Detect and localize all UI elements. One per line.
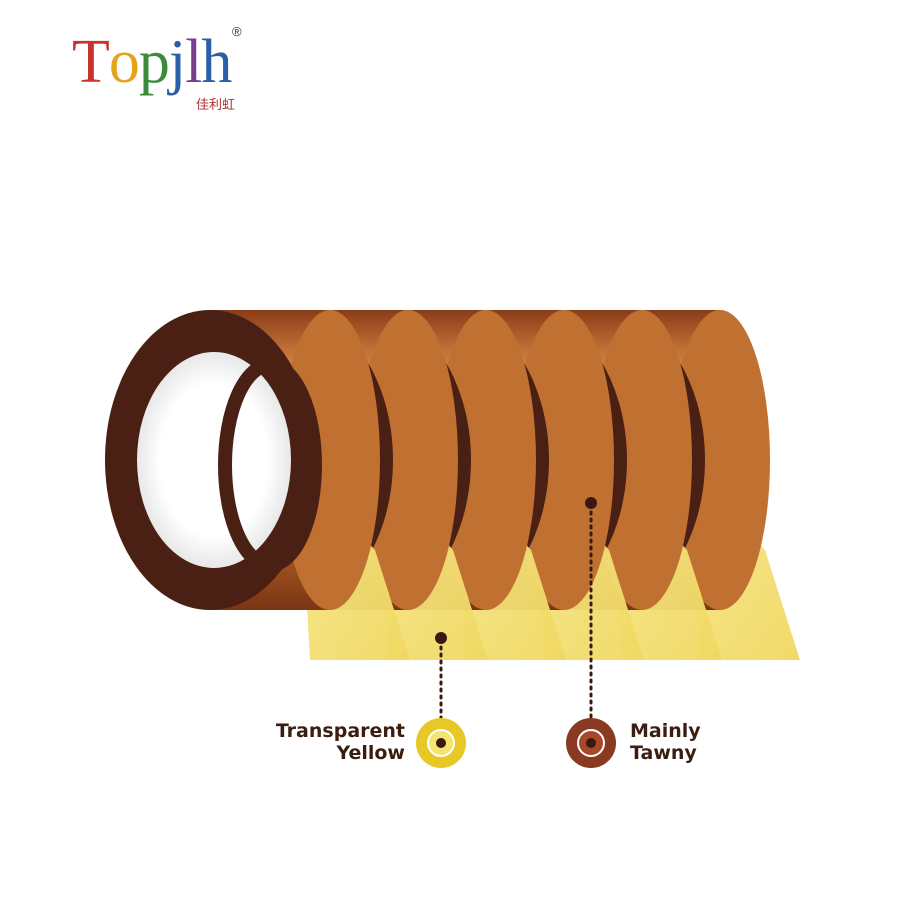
roll-cap <box>436 310 536 610</box>
logo-letter: T <box>72 28 110 96</box>
logo-letter: j <box>168 28 186 96</box>
logo-letter: l <box>185 28 202 96</box>
tape-roll <box>105 310 410 660</box>
roll-core <box>137 352 291 568</box>
label-line: Transparent <box>275 720 405 742</box>
mainly-tawny-label: Mainly Tawny <box>630 720 750 764</box>
yellow-indicator <box>416 632 466 768</box>
label-line: Yellow <box>336 742 405 764</box>
roll-cap <box>592 310 692 610</box>
roll-inner-ring <box>218 358 322 572</box>
roll-cap <box>358 310 458 610</box>
logo-letter: o <box>108 28 140 96</box>
logo-letter: p <box>138 28 170 96</box>
transparent-yellow-label: Transparent Yellow <box>245 720 405 764</box>
roll-cap <box>670 310 770 610</box>
brand-chinese-name: 佳利虹 <box>196 97 236 112</box>
logo-letter: h <box>201 28 232 96</box>
brand-logo-wordmark: Topjlh <box>72 22 232 102</box>
brand-logo: Topjlh ® 佳利虹 <box>72 22 262 112</box>
roll-cap <box>514 310 614 610</box>
tawny-indicator <box>566 497 616 768</box>
label-line: Mainly <box>630 720 701 742</box>
registered-mark: ® <box>232 24 242 39</box>
label-line: Tawny <box>630 742 697 764</box>
